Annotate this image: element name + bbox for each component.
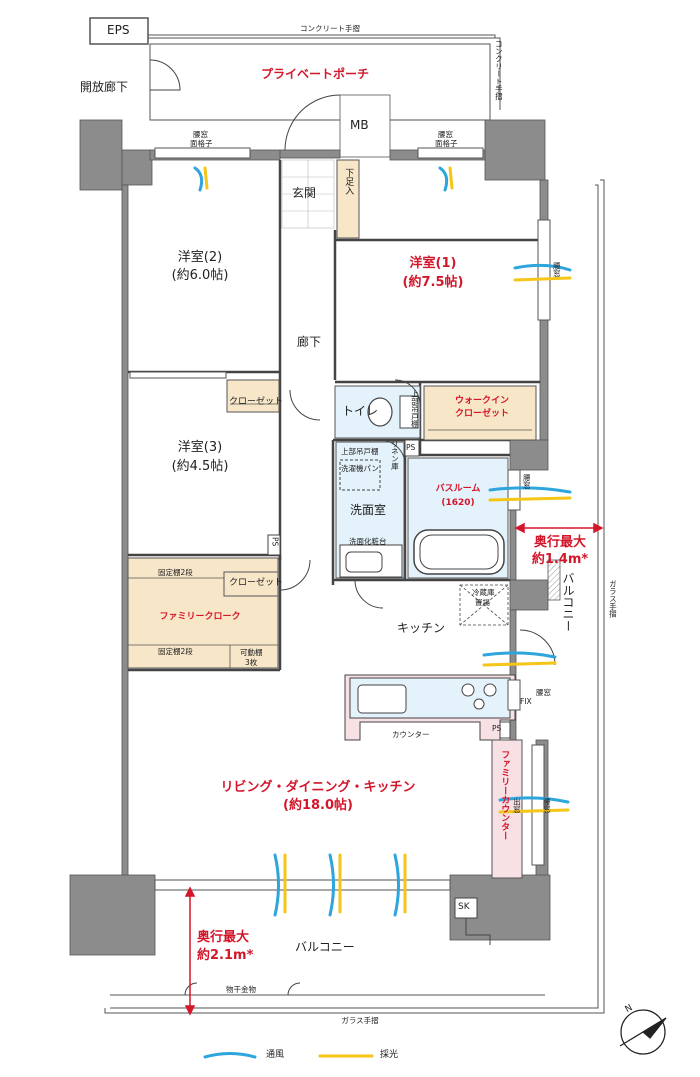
window-mark-left: 腰窓 bbox=[193, 130, 208, 139]
window-grille-left: 面格子 bbox=[190, 139, 213, 148]
legend-lines bbox=[203, 1052, 374, 1059]
room3-size: (約4.5帖) bbox=[171, 459, 229, 474]
room1-name: 洋室(1) bbox=[409, 256, 457, 271]
ldk-size: (約18.0帖) bbox=[283, 798, 353, 813]
porch-floor bbox=[149, 43, 491, 121]
windows bbox=[129, 147, 551, 891]
family-counter-label: ファミリーカウンター bbox=[499, 750, 510, 840]
toilet-bowl bbox=[367, 397, 393, 427]
exit-window-label: 出窓 bbox=[512, 798, 522, 813]
kitchen-window-label: 腰窓 bbox=[536, 688, 551, 697]
eps-box bbox=[89, 17, 149, 45]
ldk-name: リビング・ダイニング・キッチン bbox=[220, 780, 416, 795]
mb-label: MB bbox=[350, 118, 369, 132]
fridge-label-1: 冷蔵庫 bbox=[472, 588, 495, 597]
counter-label: カウンター bbox=[392, 730, 430, 739]
bath-name: バスルーム bbox=[435, 484, 481, 494]
depth-south-2: 約2.1m* bbox=[197, 948, 254, 963]
depth-east-2: 約1.4m* bbox=[531, 552, 589, 567]
ps-label-1: PS bbox=[406, 443, 416, 452]
private-porch-label: プライベートポーチ bbox=[260, 67, 370, 81]
genkan-floor bbox=[281, 159, 335, 229]
closet1-label: クローゼット bbox=[229, 397, 284, 407]
closets bbox=[127, 159, 537, 669]
bath-size: (1620) bbox=[441, 498, 475, 508]
genkan-label: 玄関 bbox=[292, 186, 317, 200]
family-counter-box bbox=[491, 739, 523, 879]
room2-name: 洋室(2) bbox=[177, 250, 223, 265]
wic-label-1: ウォークイン bbox=[454, 396, 510, 406]
room1-window-label: 腰窓 bbox=[552, 262, 562, 277]
toilet-cabinet-label: 上部吊戸棚 bbox=[410, 390, 420, 428]
fixed-shelf-top-label: 固定棚2段 bbox=[158, 568, 193, 577]
window-mark-right: 腰窓 bbox=[438, 130, 453, 139]
doors bbox=[149, 59, 556, 996]
depth-south-1: 奥行最大 bbox=[197, 930, 250, 945]
airflow-marks bbox=[193, 166, 572, 917]
fix-window-label: FIX bbox=[520, 697, 532, 706]
fridge-label-2: 置場 bbox=[475, 598, 490, 607]
shoe-box-label: 下足入 bbox=[343, 168, 354, 195]
concrete-rail-top-label: コンクリート手摺 bbox=[300, 24, 360, 33]
movable-shelf-2: 3枚 bbox=[245, 658, 258, 667]
depth-arrows bbox=[184, 522, 604, 1016]
balcony-east-label: バルコニー bbox=[561, 572, 575, 632]
linen-label: リネン庫 bbox=[390, 440, 400, 470]
glass-rail-right-label: ガラス手摺 bbox=[608, 580, 618, 618]
bathtub bbox=[413, 529, 505, 575]
ldk-window-label: 腰窓 bbox=[542, 798, 552, 813]
toilet-label: トイレ bbox=[342, 404, 379, 418]
room2-size: (約6.0帖) bbox=[171, 268, 229, 283]
ps-label-2: PS bbox=[270, 537, 280, 547]
wic-label-2: クローゼット bbox=[454, 409, 510, 419]
glass-rail-bottom-label: ガラス手摺 bbox=[341, 1016, 379, 1025]
railings bbox=[89, 34, 605, 1014]
depth-east-1: 奥行最大 bbox=[533, 535, 587, 550]
concrete-rail-right-label: コンクリート手摺 bbox=[494, 40, 504, 100]
washroom-cabinet-label: 上部吊戸棚 bbox=[341, 447, 379, 456]
room3-name: 洋室(3) bbox=[177, 440, 223, 455]
ps-label-3: PS bbox=[492, 724, 502, 733]
family-cloak-label: ファミリークローク bbox=[159, 612, 241, 622]
movable-shelf-1: 可動棚 bbox=[240, 648, 263, 657]
washroom-label: 洗面室 bbox=[350, 503, 387, 517]
fridge-space bbox=[459, 584, 509, 626]
washing-pan-label: 洗濯機パン bbox=[341, 464, 379, 473]
bath-window-label: 腰窓 bbox=[522, 474, 532, 489]
eps-label: EPS bbox=[107, 23, 130, 37]
closet2-label: クローゼット bbox=[229, 578, 284, 588]
drying-hardware-label: 物干金物 bbox=[226, 985, 256, 994]
room1-size: (約7.5帖) bbox=[402, 275, 464, 290]
north-arrow-icon bbox=[619, 1009, 667, 1055]
sk-label: SK bbox=[458, 902, 470, 912]
kitchen-label: キッチン bbox=[397, 621, 446, 635]
legend-ventilation-label: 通風 bbox=[266, 1050, 285, 1060]
vanity-label: 洗面化粧台 bbox=[349, 537, 387, 546]
open-corridor-label: 開放廊下 bbox=[80, 80, 129, 94]
legend-daylight-label: 採光 bbox=[380, 1050, 399, 1060]
fixed-shelf-bottom-label: 固定棚2段 bbox=[158, 647, 193, 656]
hallway-label: 廊下 bbox=[297, 335, 322, 349]
balcony-south-label: バルコニー bbox=[295, 940, 355, 954]
window-grille-right: 面格子 bbox=[435, 139, 458, 148]
